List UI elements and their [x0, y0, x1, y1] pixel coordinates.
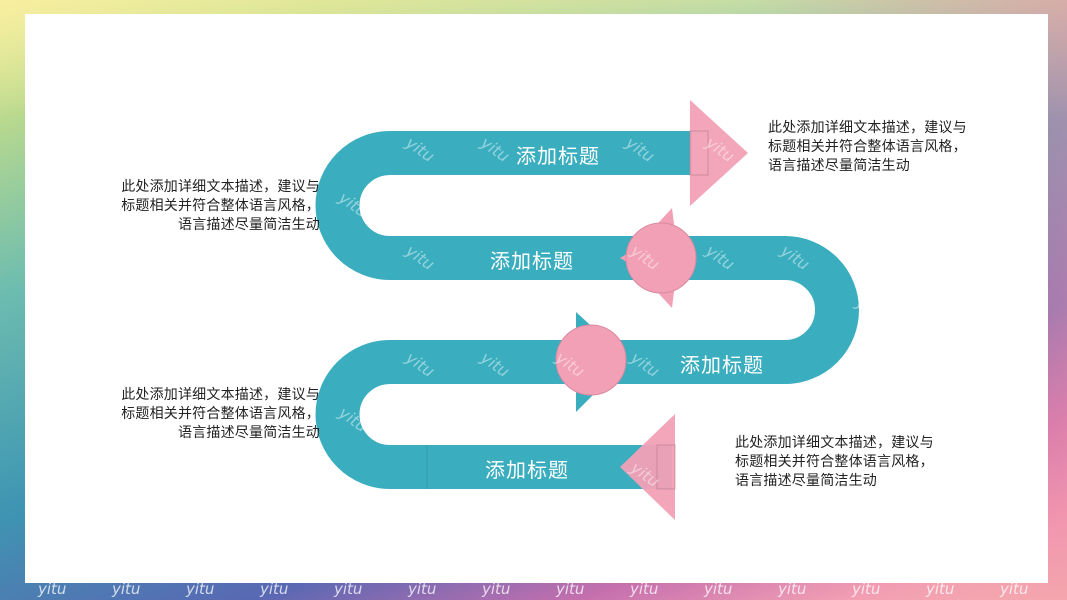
watermark: yitu — [186, 580, 215, 598]
watermark: yitu — [482, 580, 511, 598]
step-2-title[interactable]: 添加标题 — [490, 249, 574, 273]
arrow-right-icon — [689, 100, 748, 206]
watermark: yitu — [38, 580, 67, 598]
watermark: yitu — [112, 580, 141, 598]
step-4-title[interactable]: 添加标题 — [485, 458, 569, 482]
watermark: yitu — [926, 580, 955, 598]
watermark: yitu — [408, 580, 437, 598]
step-1-title[interactable]: 添加标题 — [516, 144, 600, 168]
watermark: yitu — [704, 580, 733, 598]
description-bottom-right[interactable]: 此处添加详细文本描述，建议与 标题相关并符合整体语言风格， 语言描述尽量简洁生动 — [735, 435, 934, 489]
arrow-left-icon — [620, 414, 676, 520]
watermark: yitu — [556, 580, 585, 598]
serpentine-track — [315, 131, 859, 489]
description-upper-left[interactable]: 此处添加详细文本描述，建议与 标题相关并符合整体语言风格， 语言描述尽量简洁生动 — [121, 179, 320, 233]
description-top-right[interactable]: 此处添加详细文本描述，建议与 标题相关并符合整体语言风格， 语言描述尽量简洁生动 — [768, 120, 967, 174]
watermark: yitu — [778, 580, 807, 598]
watermark: yitu — [852, 580, 881, 598]
watermark: yitu — [260, 580, 289, 598]
watermark: yitu — [334, 580, 363, 598]
circle-connector-icon — [555, 312, 630, 412]
step-3-title[interactable]: 添加标题 — [680, 353, 764, 377]
description-lower-left[interactable]: 此处添加详细文本描述，建议与 标题相关并符合整体语言风格， 语言描述尽量简洁生动 — [121, 387, 320, 441]
watermark: yitu — [630, 580, 659, 598]
watermark: yitu — [1000, 580, 1029, 598]
circle-connector-icon — [620, 208, 697, 308]
